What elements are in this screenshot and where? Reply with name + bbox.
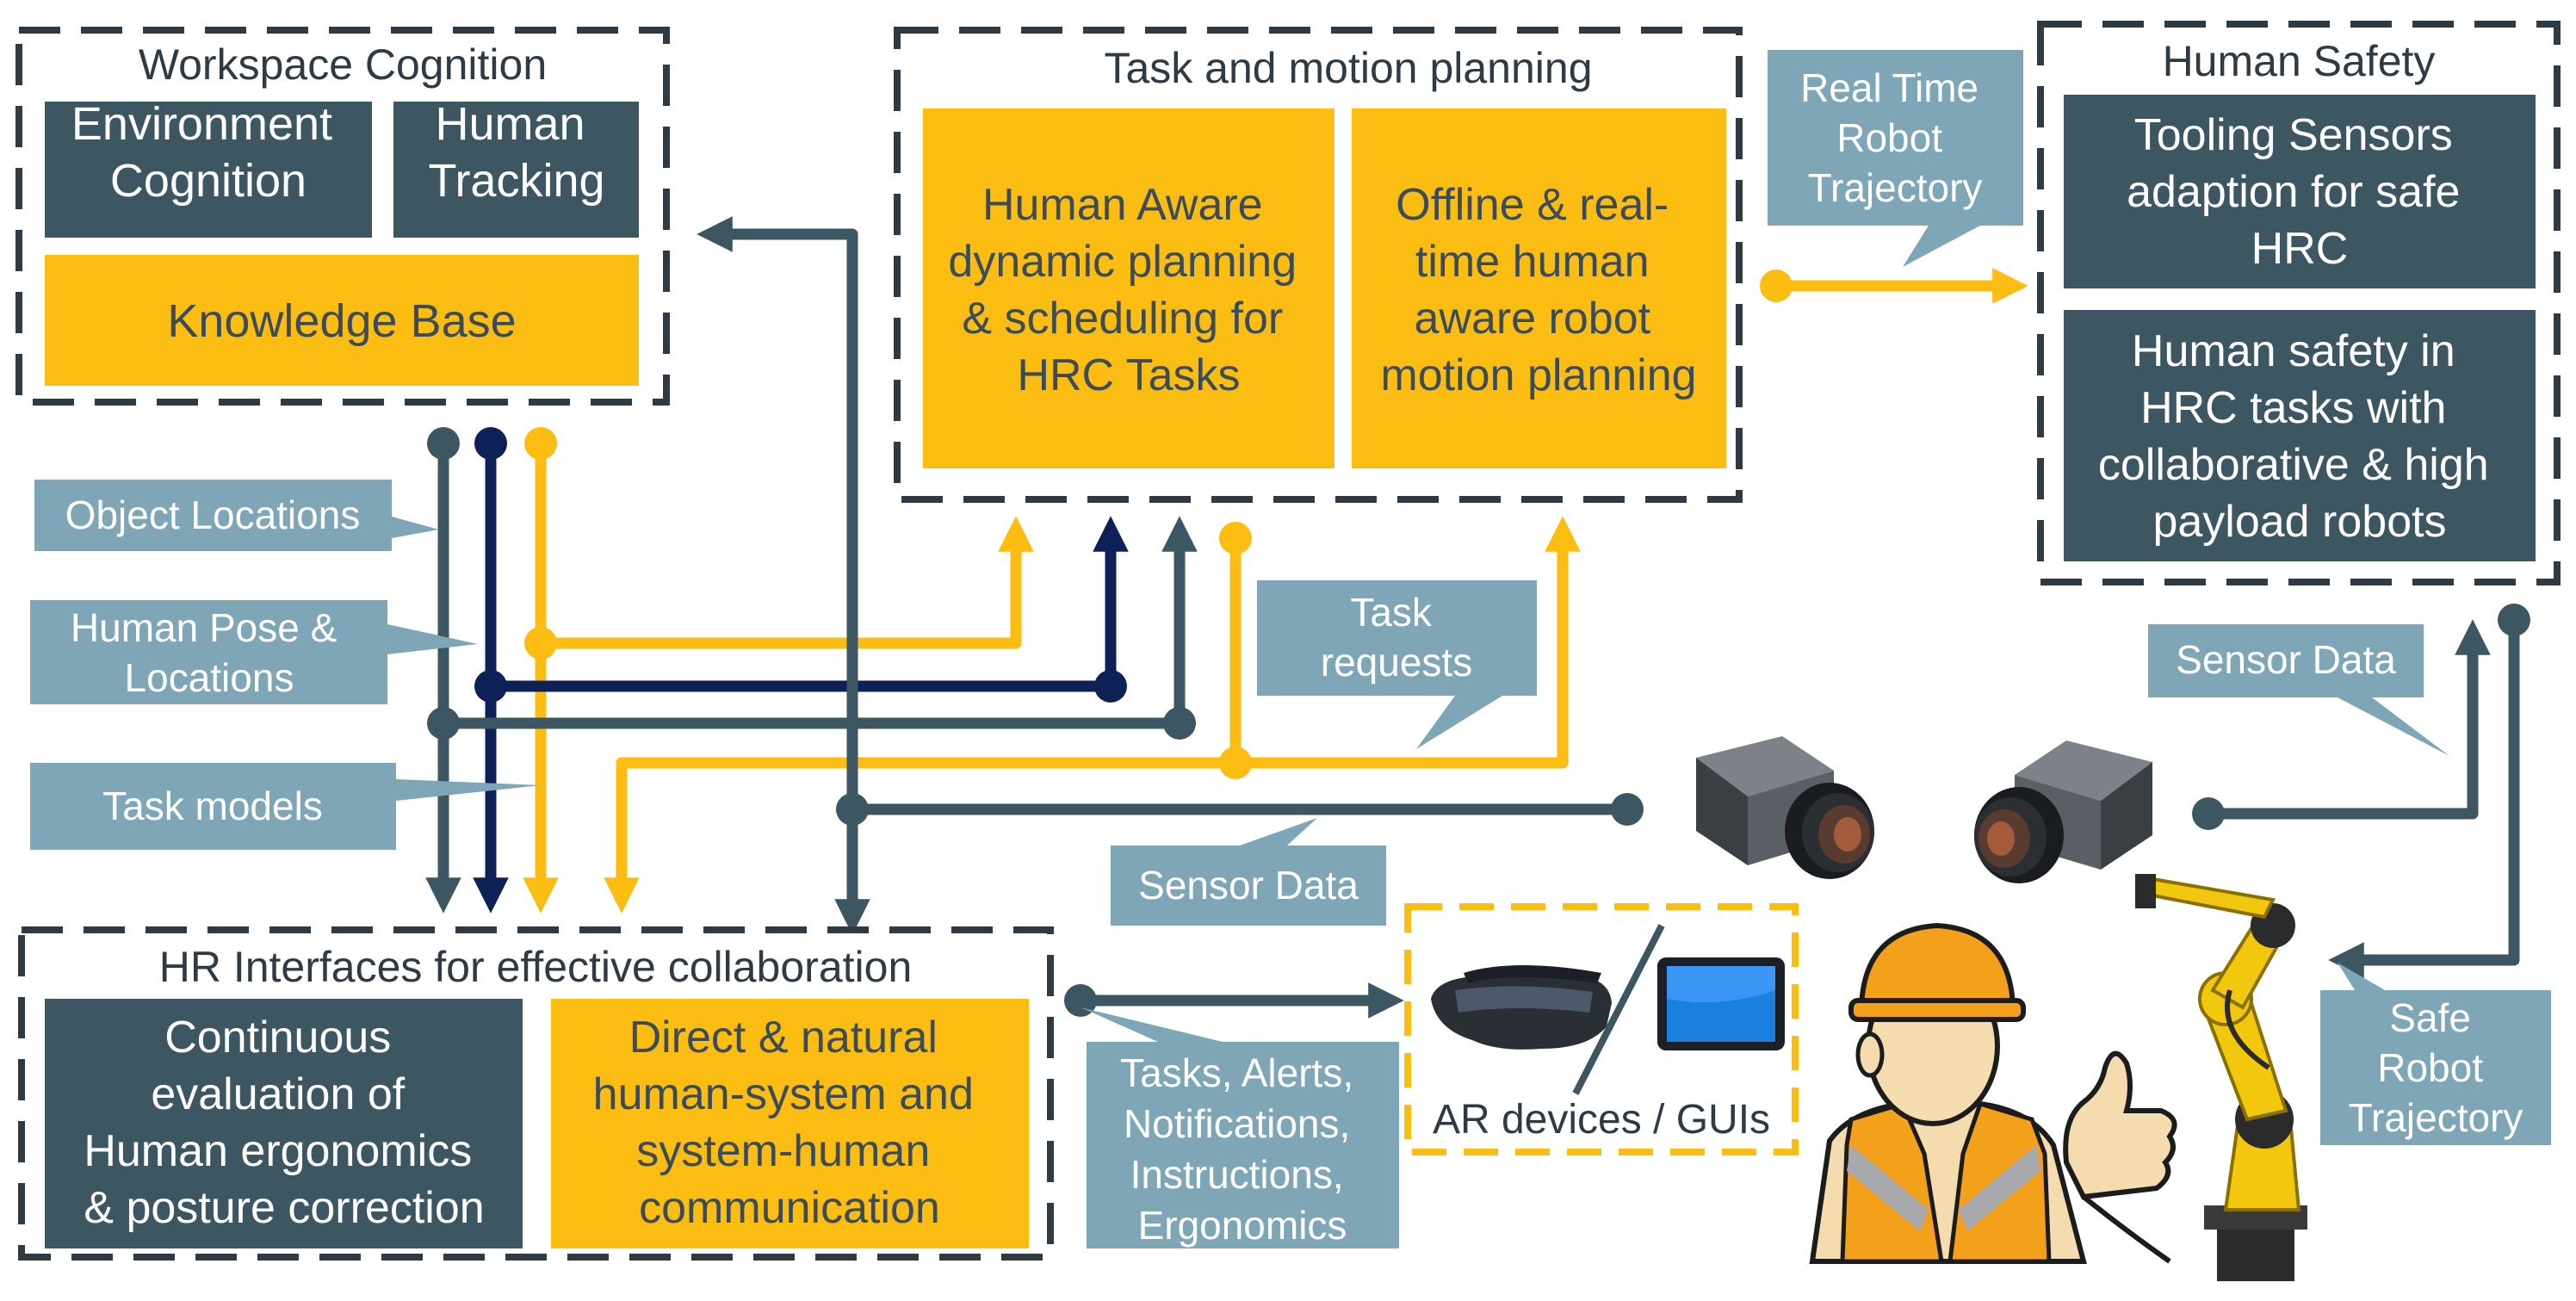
dot — [1219, 522, 1252, 554]
callout-real-time-trajectory: Real Time Robot Trajectory — [1768, 50, 2023, 267]
human-safety-group: Human Safety Tooling Sensors adaption fo… — [2037, 21, 2561, 585]
motion-planning-box — [1352, 108, 1726, 468]
task-motion-planning-group: Task and motion planning Human Aware dyn… — [894, 27, 1743, 503]
safety-title: Human Safety — [2163, 37, 2436, 85]
callout-tasks-alerts: Tasks, Alerts, Notifications, Instructio… — [1081, 1007, 1399, 1248]
svg-text:Real Time Robot Tr: Real Time Robot Trajectory — [1800, 65, 1990, 210]
environment-cognition-label: Environment Cognition — [71, 98, 345, 207]
interfaces-title: HR Interfaces for effective collaboratio… — [159, 943, 913, 991]
svg-text:Tasks, Alerts, Notificat: Tasks, Alerts, Notifications, Instructio… — [1120, 1050, 1365, 1248]
svg-text:Object Locations: Object Locations — [65, 493, 361, 537]
ar-headset-icon — [1431, 965, 1612, 1050]
industrial-robot-arm-icon — [2135, 874, 2307, 1281]
hr-interfaces-group: HR Interfaces for effective collaboratio… — [18, 926, 1054, 1261]
device-separator — [1572, 924, 1665, 1095]
dot — [474, 670, 507, 703]
tablet-icon — [1657, 957, 1785, 1050]
knowledge-base-label: Knowledge Base — [167, 295, 516, 347]
industrial-camera-icon — [1696, 736, 1874, 879]
callout-task-requests: Task requests — [1257, 580, 1537, 749]
ergonomics-label: Continuous evaluation of Human ergonomic… — [84, 1013, 484, 1233]
workspace-cognition-group: Workspace Cognition Environment Cognitio… — [15, 27, 670, 406]
tooling-sensors-box — [2064, 95, 2536, 288]
connector-dark-to-planning — [443, 516, 1198, 729]
dot — [1760, 269, 1793, 302]
callout-safe-trajectory: Safe Robot Trajectory — [2320, 963, 2551, 1145]
environment-cognition-box — [45, 102, 372, 238]
dot — [1611, 793, 1644, 826]
knowledge-base-box — [45, 255, 639, 386]
dot — [474, 427, 507, 460]
connector-safe-trajectory — [2328, 620, 2520, 978]
connector-sensor-to-workspace — [697, 216, 858, 917]
dot — [2192, 797, 2225, 830]
callout-task-models: Task models — [30, 763, 541, 850]
dynamic-planning-label: Human Aware dynamic planning & schedulin… — [948, 180, 1309, 400]
human-tracking-label: Human Tracking — [428, 98, 604, 207]
svg-text:Sensor Data: Sensor Data — [1138, 863, 1359, 908]
dot — [427, 427, 460, 460]
dot — [524, 627, 557, 660]
communication-box — [551, 999, 1029, 1248]
connector-sensor-data-right — [2208, 619, 2491, 820]
dot — [1094, 670, 1127, 703]
motion-planning-label: Offline & real- time human aware robot m… — [1380, 180, 1696, 400]
devices-label: AR devices / GUIs — [1433, 1097, 1770, 1143]
callout-sensor-data-mid: Sensor Data — [1111, 818, 1386, 926]
callout-object-locations: Object Locations — [34, 480, 439, 551]
dot — [2498, 604, 2530, 636]
industrial-camera-icon — [1974, 740, 2152, 883]
svg-text:Sensor Data: Sensor Data — [2176, 637, 2396, 682]
human-safety-label: Human safety in HRC tasks with collabora… — [2098, 326, 2501, 547]
callout-sensor-data-right: Sensor Data — [2148, 624, 2449, 756]
dot — [836, 793, 869, 826]
tooling-sensors-label: Tooling Sensors adaption for safe HRC — [2127, 110, 2473, 274]
callout-human-pose: Human Pose & Locations — [30, 600, 478, 704]
planning-title: Task and motion planning — [1104, 44, 1592, 92]
svg-text:Safe Robot Traject: Safe Robot Trajectory — [2349, 995, 2523, 1140]
communication-label: Direct & natural human-system and system… — [593, 1013, 987, 1233]
human-tracking-box — [393, 102, 639, 238]
workspace-title: Workspace Cognition — [139, 40, 547, 89]
junction-dots — [427, 269, 2530, 1017]
dot — [427, 707, 460, 740]
dot — [1163, 707, 1196, 740]
ergonomics-box — [45, 999, 523, 1248]
dot — [1219, 747, 1252, 779]
ar-devices-group: AR devices / GUIs — [1404, 903, 1799, 1155]
human-safety-box — [2064, 310, 2536, 561]
dynamic-planning-box — [923, 108, 1334, 468]
connector-gold-to-planning — [541, 516, 1034, 649]
worker-thumbs-up-icon — [1809, 922, 2177, 1264]
dot — [524, 427, 557, 460]
dot — [1064, 984, 1097, 1017]
svg-text:Task requests: Task requests — [1321, 590, 1472, 685]
svg-text:Human Pose & Locations: Human Pose & Locations — [71, 605, 348, 700]
svg-text:Task models: Task models — [102, 784, 323, 828]
